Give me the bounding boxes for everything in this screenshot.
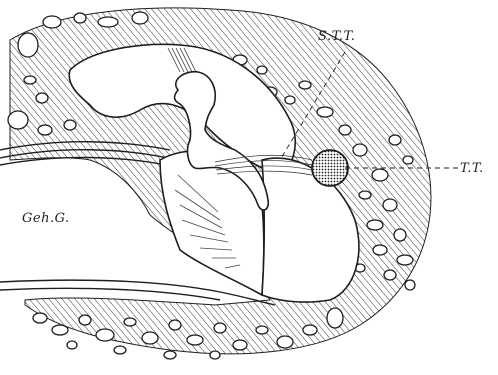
label-stt: S.T.T. <box>318 29 355 44</box>
label-tt: T.T. <box>460 161 484 176</box>
tensor-tympani-muscle <box>312 150 348 186</box>
label-gehg: Geh.G. <box>22 211 70 226</box>
